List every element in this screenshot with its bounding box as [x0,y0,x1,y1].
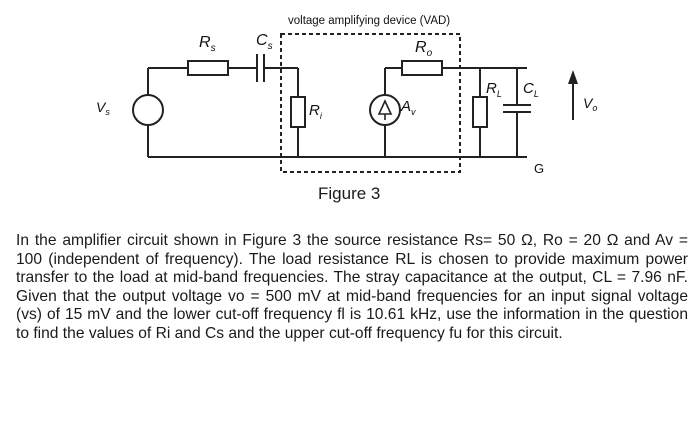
source-vs [132,94,164,126]
resistor-ro [401,60,443,76]
label-cl: CL [523,80,539,99]
circuit-diagram: voltage amplifying device (VAD) Vs Rs Cs… [96,15,597,176]
question-text: In the amplifier circuit shown in Figure… [16,232,688,342]
label-rs: Rs [199,34,216,54]
label-ro: Ro [415,39,433,59]
resistor-rl [472,96,488,128]
resistor-ri [290,96,306,128]
label-vo: Vo [583,95,597,113]
label-ri: Ri [309,102,323,121]
label-cs: Cs [256,32,273,52]
vad-box [280,33,461,173]
figure-caption: Figure 3 [318,184,381,203]
vad-title: voltage amplifying device (VAD) [288,15,450,27]
label-vs: Vs [96,99,110,117]
label-ground: G [534,161,544,176]
resistor-rs [187,60,229,76]
label-av: Av [400,98,416,117]
label-rl: RL [486,80,502,99]
